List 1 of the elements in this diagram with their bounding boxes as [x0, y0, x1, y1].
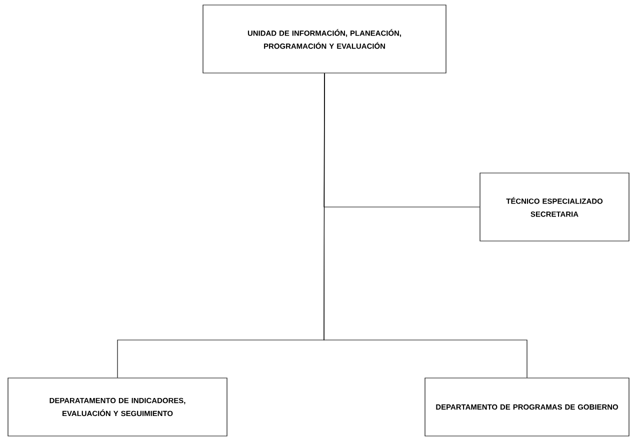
connector-line [324, 73, 528, 378]
